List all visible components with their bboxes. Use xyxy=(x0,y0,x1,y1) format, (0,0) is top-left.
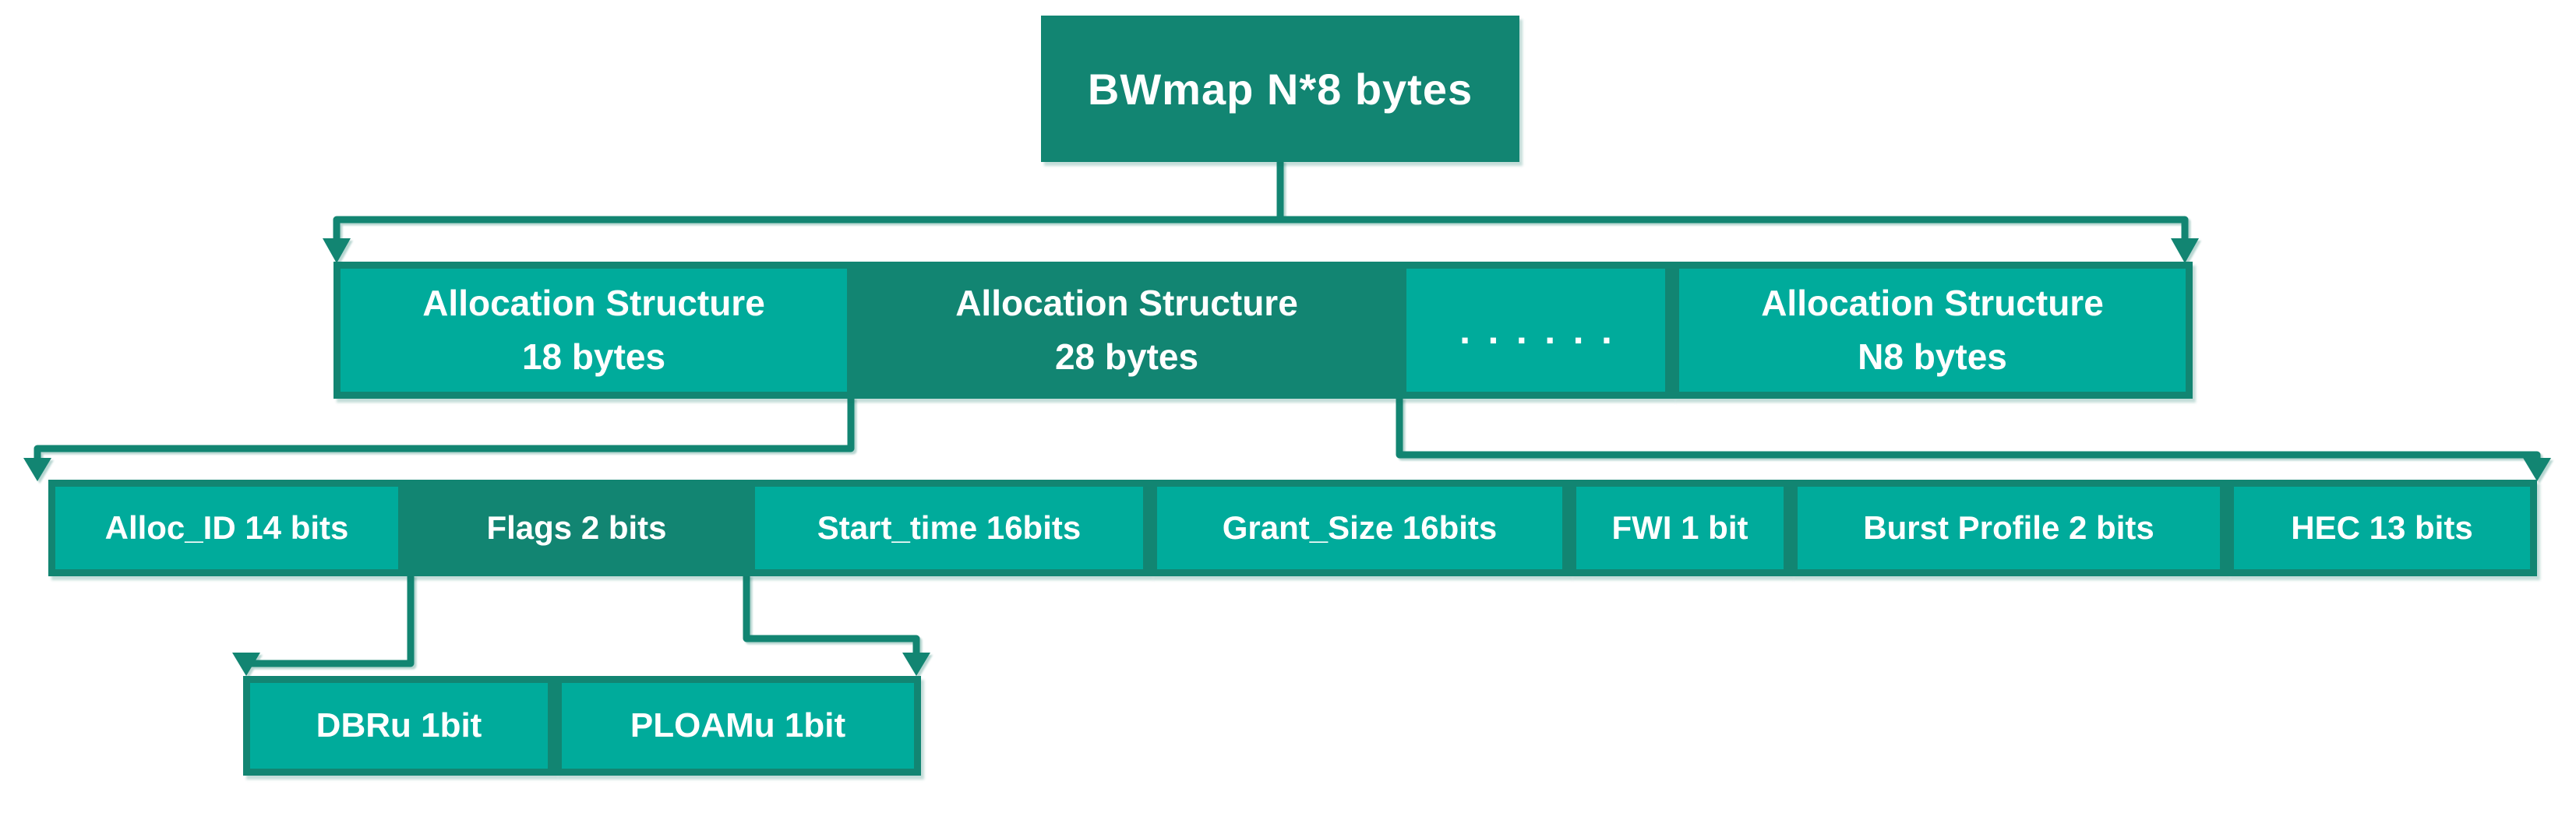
allocation-structure-28-box: Allocation Structure 28 bytes xyxy=(854,262,1399,399)
flags-label: Flags 2 bits xyxy=(486,509,667,546)
arrowhead-allocation-left xyxy=(323,238,351,263)
ellipsis-label: ...... xyxy=(1459,308,1630,352)
hec-box: HEC 13 bits xyxy=(2227,480,2537,576)
arrowhead-allocation-right xyxy=(2171,238,2199,263)
dbru-box: DBRu 1bit xyxy=(243,676,555,776)
burst-profile-box: Burst Profile 2 bits xyxy=(1791,480,2227,576)
allocation-structure-18-box: Allocation Structure 18 bytes xyxy=(333,262,854,399)
allocation-structure-n8-label-line1: Allocation Structure xyxy=(1761,283,2104,323)
flags-box: Flags 2 bits xyxy=(405,480,748,576)
allocation-structure-ellipsis-box: ...... xyxy=(1399,262,1672,399)
allocation-structure-18-label-line2: 18 bytes xyxy=(521,336,666,377)
ploamu-box: PLOAMu 1bit xyxy=(555,676,921,776)
arrowhead-dbru xyxy=(232,653,260,676)
hec-label: HEC 13 bits xyxy=(2291,509,2473,546)
allocation-structure-n8-label-line2: N8 bytes xyxy=(1858,336,2007,377)
fwi-box: FWI 1 bit xyxy=(1569,480,1791,576)
arrowhead-fields-right xyxy=(2523,458,2551,481)
arrowhead-ploamu xyxy=(902,653,930,676)
grant-size-label: Grant_Size 16bits xyxy=(1222,509,1498,546)
connector-flags-to-dbru xyxy=(242,575,415,667)
allocation-structure-18-label-line1: Allocation Structure xyxy=(422,283,765,323)
start-time-box: Start_time 16bits xyxy=(748,480,1150,576)
arrowhead-fields-left xyxy=(23,458,51,481)
bwmap-root-box: BWmap N*8 bytes xyxy=(1041,16,1519,162)
alloc-id-box: Alloc_ID 14 bits xyxy=(48,480,405,576)
burst-profile-label: Burst Profile 2 bits xyxy=(1863,509,2154,546)
connector-allocation-to-fields-left xyxy=(34,397,855,461)
allocation-structure-28-label-line1: Allocation Structure xyxy=(955,283,1298,323)
ploamu-label: PLOAMu 1bit xyxy=(630,706,846,744)
connector-flags-to-ploamu xyxy=(743,575,920,656)
grant-size-box: Grant_Size 16bits xyxy=(1150,480,1569,576)
connector-root-to-allocations xyxy=(333,216,2189,245)
connector-allocation-to-fields-right xyxy=(1396,397,2541,461)
start-time-label: Start_time 16bits xyxy=(817,509,1082,546)
allocation-structure-n8-box: Allocation Structure N8 bytes xyxy=(1672,262,2193,399)
dbru-label: DBRu 1bit xyxy=(316,706,482,744)
bwmap-root-label: BWmap N*8 bytes xyxy=(1087,64,1473,114)
allocation-structure-28-label-line2: 28 bytes xyxy=(1054,336,1199,377)
alloc-id-label: Alloc_ID 14 bits xyxy=(104,509,349,546)
fwi-label: FWI 1 bit xyxy=(1611,509,1749,546)
